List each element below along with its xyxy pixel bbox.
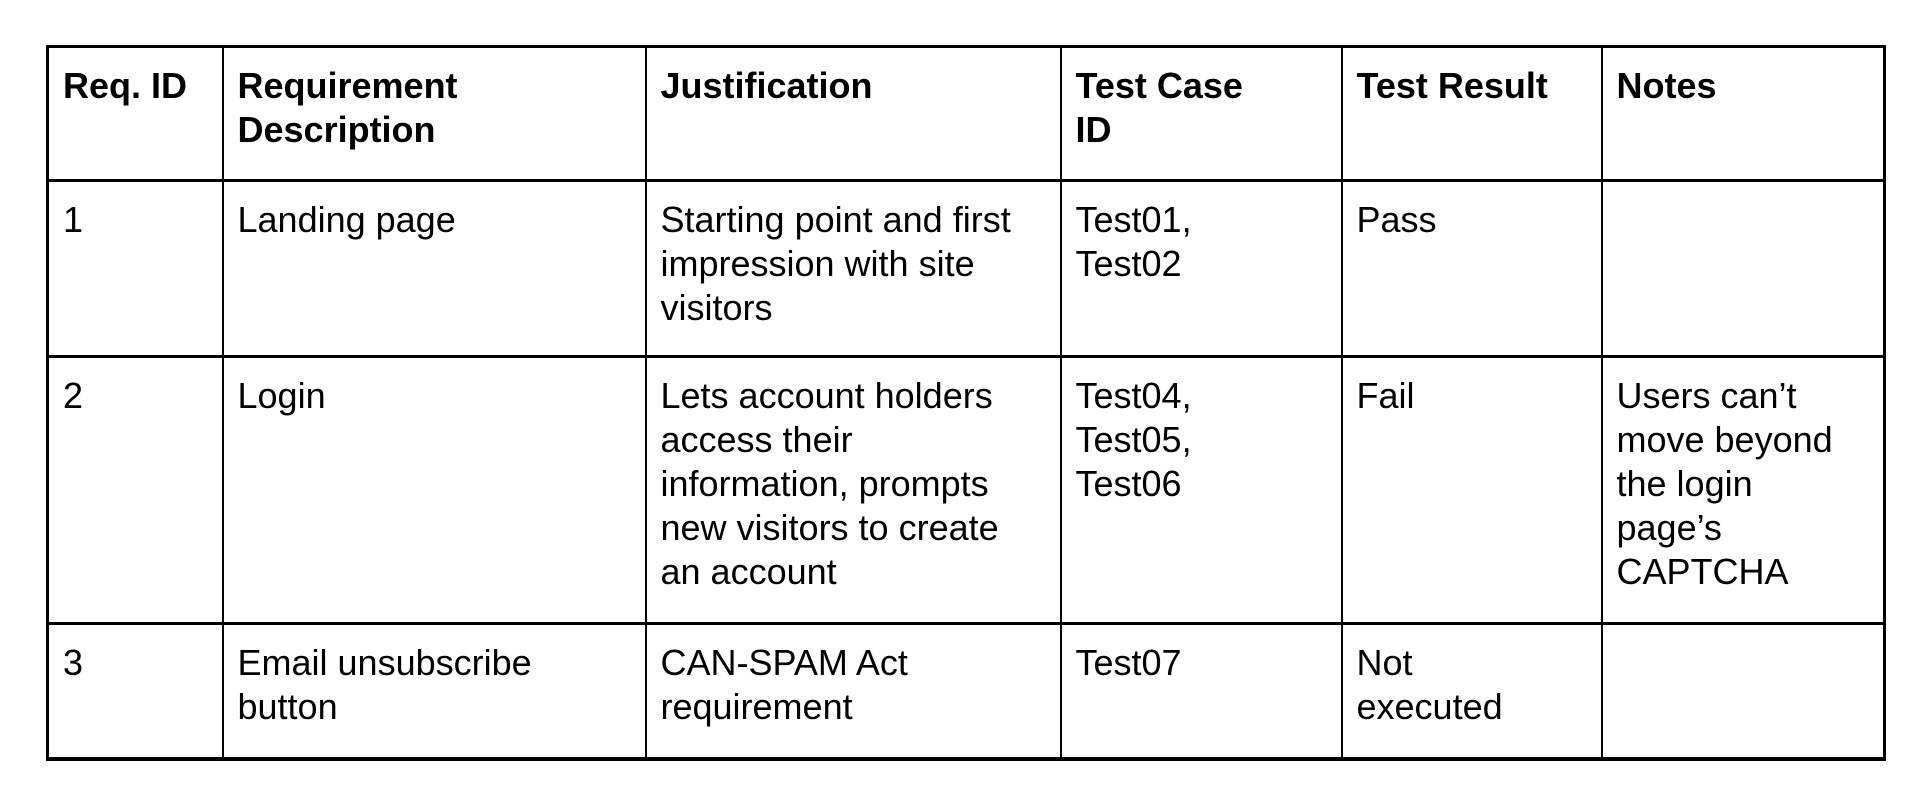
document-page: Req. ID Requirement Description Justific… (0, 45, 1920, 808)
cell-test-result: Pass (1340, 179, 1603, 358)
cell-notes (1600, 179, 1886, 358)
cell-justification: Lets account holders access their inform… (644, 355, 1062, 625)
cell-test-result: Not executed (1340, 622, 1603, 760)
cell-req-id: 3 (46, 622, 224, 760)
cell-test-case-id: Test04, Test05, Test06 (1059, 355, 1343, 625)
cell-notes (1600, 622, 1886, 760)
cell-requirement-description: Login (221, 355, 647, 625)
cell-justification: Starting point and first impression with… (644, 179, 1062, 358)
cell-test-result: Fail (1340, 355, 1603, 625)
cell-notes: Users can’t move beyond the login page’s… (1600, 355, 1886, 625)
header-req-id: Req. ID (46, 45, 224, 182)
cell-test-case-id: Test01, Test02 (1059, 179, 1343, 358)
table-row: 3 Email unsubscribe button CAN-SPAM Act … (46, 622, 1886, 760)
header-test-result: Test Result (1340, 45, 1603, 182)
header-justification: Justification (644, 45, 1062, 182)
header-notes: Notes (1600, 45, 1886, 182)
header-test-case-id: Test Case ID (1059, 45, 1343, 182)
cell-requirement-description: Email unsubscribe button (221, 622, 647, 760)
requirements-traceability-table: Req. ID Requirement Description Justific… (46, 45, 1886, 761)
table-row: 2 Login Lets account holders access thei… (46, 355, 1886, 625)
table-row: 1 Landing page Starting point and first … (46, 179, 1886, 358)
cell-requirement-description: Landing page (221, 179, 647, 358)
cell-req-id: 2 (46, 355, 224, 625)
cell-test-case-id: Test07 (1059, 622, 1343, 760)
cell-req-id: 1 (46, 179, 224, 358)
table-header-row: Req. ID Requirement Description Justific… (46, 45, 1886, 182)
cell-justification: CAN-SPAM Act requirement (644, 622, 1062, 760)
header-requirement-description: Requirement Description (221, 45, 647, 182)
